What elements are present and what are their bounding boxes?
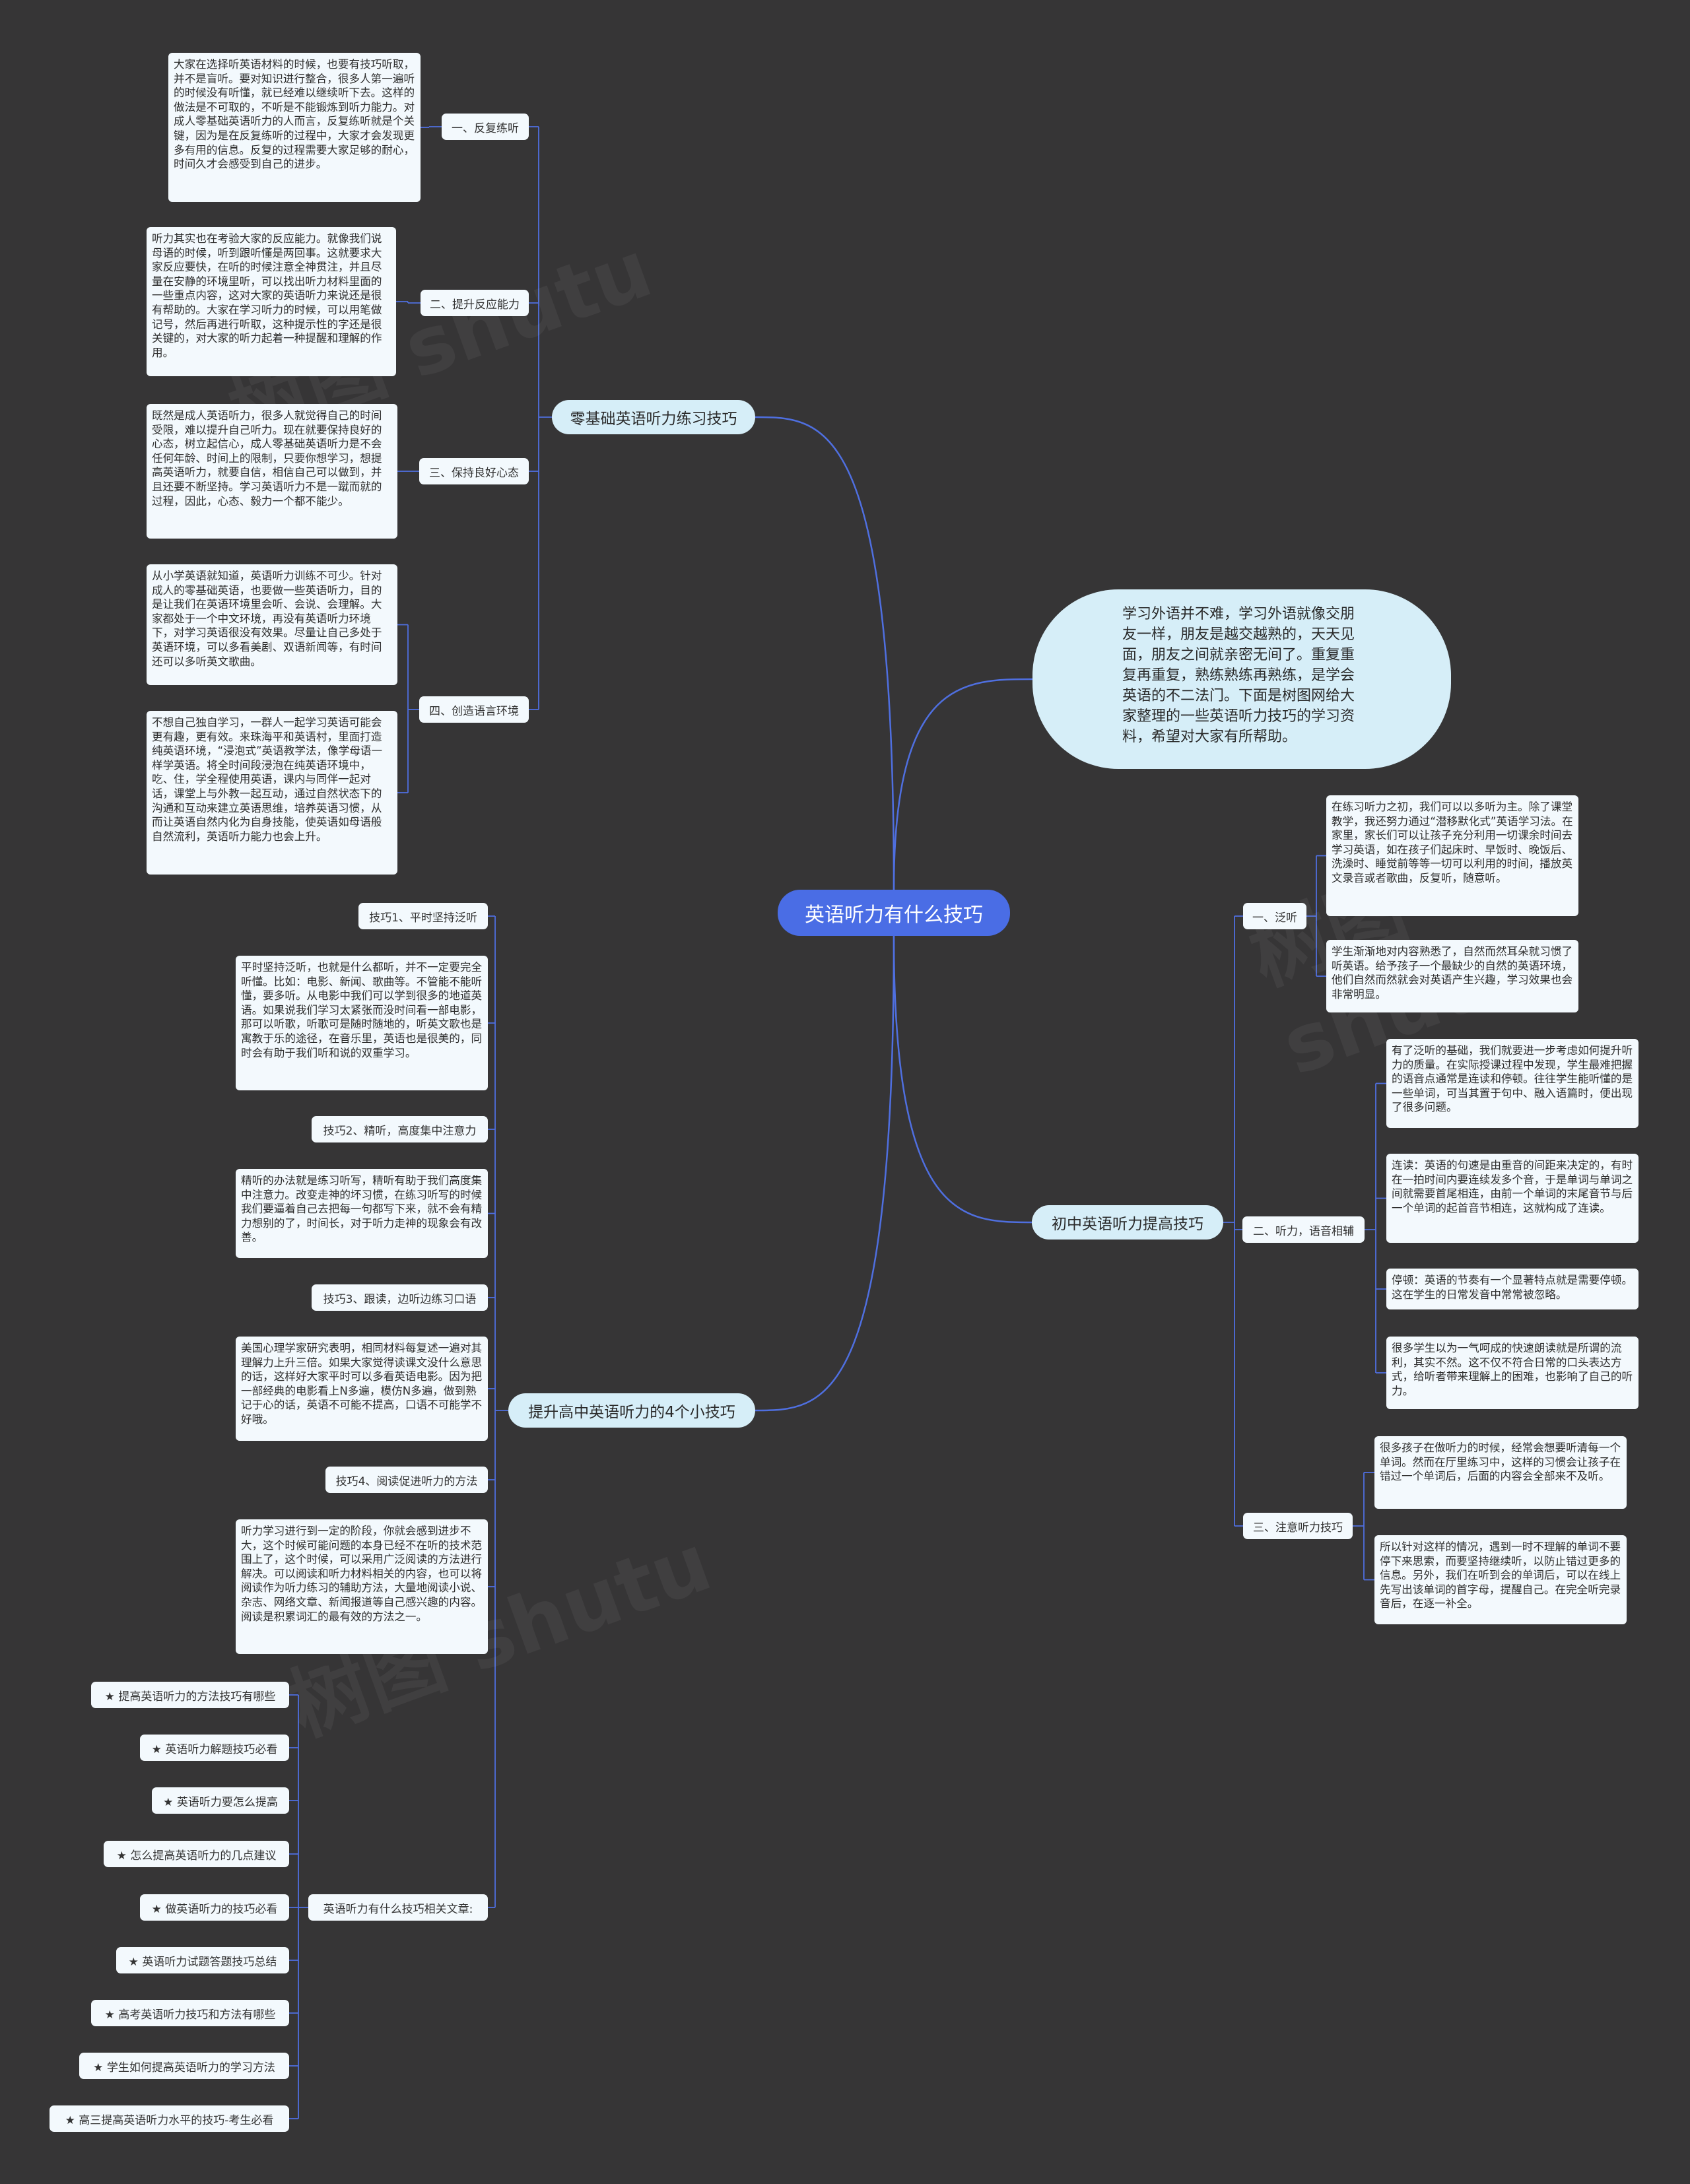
related-article-link[interactable]: ★ 高考英语听力技巧和方法有哪些 bbox=[91, 2000, 289, 2026]
root-branch-connector bbox=[893, 678, 1033, 890]
tip4-reading[interactable]: 技巧4、阅读促进听力的方法 bbox=[325, 1467, 488, 1493]
branch-senior-high-tips[interactable]: 提升高中英语听力的4个小技巧 bbox=[508, 1393, 755, 1428]
related-article-link[interactable]: ★ 高三提高英语听力水平的技巧-考生必看 bbox=[50, 2105, 289, 2132]
topic-listening-and-phonetics[interactable]: 二、听力，语音相辅 bbox=[1242, 1216, 1365, 1243]
related-article-link[interactable]: ★ 学生如何提高英语听力的学习方法 bbox=[79, 2053, 289, 2079]
note-repeat-listening: 大家在选择听英语材料的时候，也要有技巧听取，并不是盲听。要对知识进行整合，很多人… bbox=[168, 53, 421, 202]
note-extensive-listening-1: 在练习听力之初，我们可以以多听为主。除了课堂教学，我还努力通过“潜移默化式”英语… bbox=[1326, 795, 1578, 916]
branch-zero-basis-listening[interactable]: 零基础英语听力练习技巧 bbox=[552, 400, 755, 434]
note-phonetics-pause: 停顿：英语的节奏有一个显著特点就是需要停顿。这在学生的日常发音中常常被忽略。 bbox=[1386, 1269, 1639, 1309]
related-article-link[interactable]: ★ 做英语听力的技巧必看 bbox=[140, 1894, 289, 1921]
tip2-intensive-listening[interactable]: 技巧2、精听，高度集中注意力 bbox=[312, 1116, 488, 1142]
related-article-link[interactable]: ★ 英语听力要怎么提高 bbox=[152, 1787, 289, 1814]
topic-extensive-listening[interactable]: 一、泛听 bbox=[1243, 903, 1306, 929]
topic-good-mindset[interactable]: 三、保持良好心态 bbox=[419, 458, 529, 484]
note-extensive-listening-2: 学生渐渐地对内容熟悉了，自然而然耳朵就习惯了听英语。给予孩子一个最缺少的自然的英… bbox=[1326, 940, 1578, 1012]
note-reaction-ability: 听力其实也在考验大家的反应能力。就像我们说母语的时候，听到跟听懂是两回事。这就要… bbox=[147, 227, 396, 376]
note-tip1: 平时坚持泛听，也就是什么都听，并不一定要完全听懂。比如：电影、新闻、歌曲等。不管… bbox=[236, 956, 488, 1090]
note-tip3: 美国心理学家研究表明，相同材料每复述一遍对其理解力上升三倍。如果大家觉得读课文没… bbox=[236, 1337, 488, 1441]
note-language-environment-1: 从小学英语就知道，英语听力训练不可少。针对成人的零基础英语，也要做一些英语听力，… bbox=[147, 564, 397, 685]
related-article-link[interactable]: ★ 提高英语听力的方法技巧有哪些 bbox=[91, 1682, 289, 1708]
topic-language-environment[interactable]: 四、创造语言环境 bbox=[419, 696, 529, 723]
related-article-link[interactable]: ★ 英语听力试题答题技巧总结 bbox=[116, 1947, 289, 1973]
topic-repeat-listening[interactable]: 一、反复练听 bbox=[442, 114, 529, 140]
root-branch-connector bbox=[755, 416, 895, 890]
intro-bubble[interactable]: 学习外语并不难，学习外语就像交朋友一样，朋友是越交越熟的，天天见面，朋友之间就亲… bbox=[1032, 589, 1451, 769]
tip1-extensive-listening[interactable]: 技巧1、平时坚持泛听 bbox=[358, 903, 488, 929]
note-phonetics-fluency: 很多学生以为一气呵成的快速朗读就是所谓的流利，其实不然。这不仅不符合日常的口头表… bbox=[1386, 1337, 1639, 1409]
related-articles-heading[interactable]: 英语听力有什么技巧相关文章: bbox=[308, 1894, 488, 1921]
root-topic[interactable]: 英语听力有什么技巧 bbox=[778, 890, 1010, 936]
topic-listening-tips[interactable]: 三、注意听力技巧 bbox=[1243, 1513, 1353, 1539]
note-tip2: 精听的办法就是练习听写，精听有助于我们高度集中注意力。改变走神的坏习惯，在练习听… bbox=[236, 1169, 488, 1258]
note-phonetics-liaison: 连读：英语的句速是由重音的间距来决定的，有时在一拍时间内要连续发多个音，于是单词… bbox=[1386, 1154, 1639, 1243]
branch-junior-high-listening[interactable]: 初中英语听力提高技巧 bbox=[1032, 1205, 1223, 1240]
note-listening-tips-2: 所以针对这样的情况，遇到一时不理解的单词不要停下来思索，而要坚持继续听，以防止错… bbox=[1374, 1535, 1627, 1624]
note-listening-tips-1: 很多孩子在做听力的时候，经常会想要听清每一个单词。然而在厅里练习中，这样的习惯会… bbox=[1374, 1436, 1627, 1509]
note-language-environment-2: 不想自己独自学习，一群人一起学习英语可能会更有趣，更有效。来珠海平和英语村，里面… bbox=[147, 711, 397, 875]
tip3-shadowing[interactable]: 技巧3、跟读，边听边练习口语 bbox=[312, 1284, 488, 1311]
topic-reaction-ability[interactable]: 二、提升反应能力 bbox=[421, 290, 529, 316]
related-article-link[interactable]: ★ 怎么提高英语听力的几点建议 bbox=[104, 1841, 289, 1867]
note-good-mindset: 既然是成人英语听力，很多人就觉得自己的时间受限，难以提升自己听力。现在就要保持良… bbox=[147, 404, 397, 539]
note-phonetics-1: 有了泛听的基础，我们就要进一步考虑如何提升听力的质量。在实际授课过程中发现，学生… bbox=[1386, 1039, 1639, 1128]
related-article-link[interactable]: ★ 英语听力解题技巧必看 bbox=[140, 1735, 289, 1761]
root-branch-connector bbox=[755, 935, 895, 1412]
note-tip4: 听力学习进行到一定的阶段，你就会感到进步不大，这个时候可能问题的本身已经不在听的… bbox=[236, 1519, 488, 1654]
root-branch-connector bbox=[893, 935, 1032, 1224]
